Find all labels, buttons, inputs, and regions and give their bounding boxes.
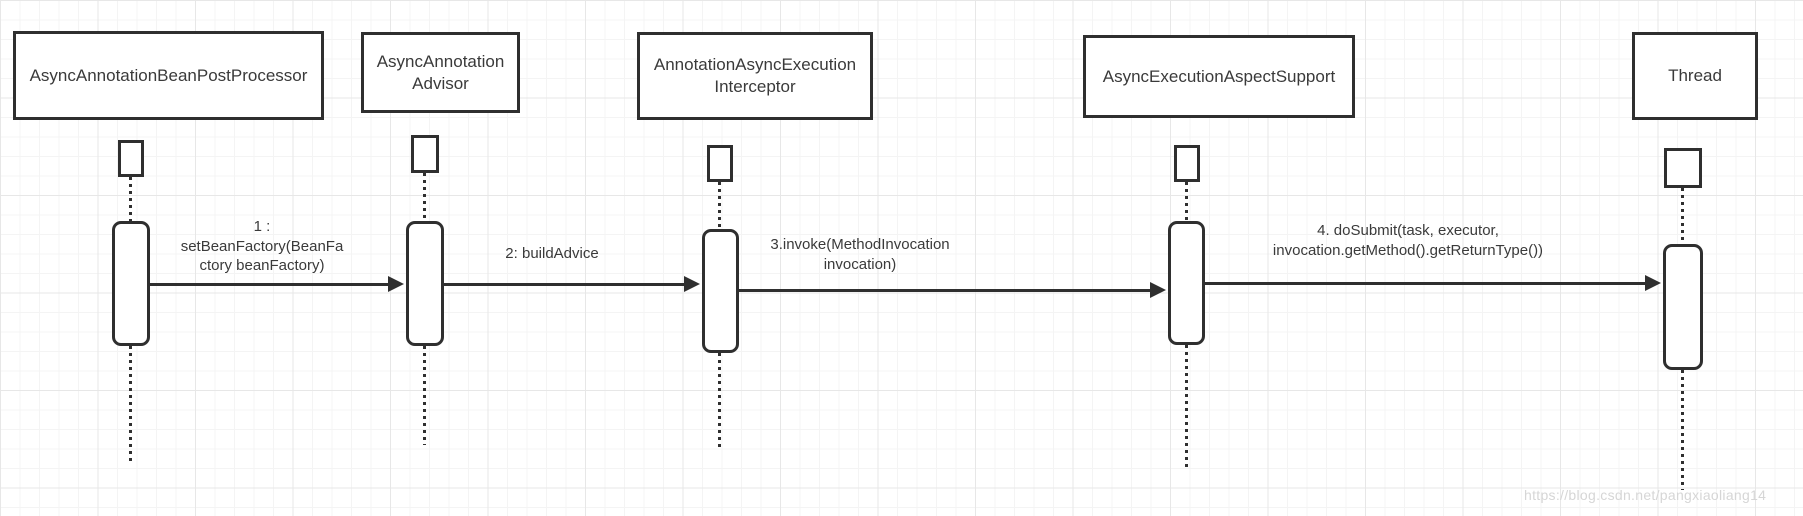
lifeline-dotted-line — [718, 353, 721, 447]
lifeline-header-thread: Thread — [1632, 32, 1758, 120]
watermark-url: https://blog.csdn.net/pangxiaoliang14 — [1524, 487, 1767, 503]
arrow-head-icon — [1150, 282, 1166, 298]
lifeline-label: AsyncExecutionAspectSupport — [1102, 66, 1336, 86]
message-label-invoke: 3.invoke(MethodInvocation invocation) — [770, 236, 950, 273]
lifeline-dotted-line — [718, 182, 721, 229]
lifeline-dotted-line — [1185, 182, 1188, 221]
activation-bar — [1168, 221, 1205, 345]
lifeline-header-async-annotation-advisor: AsyncAnnotation Advisor — [361, 32, 520, 113]
lifeline-label: AsyncAnnotationBeanPostProcessor — [29, 65, 308, 85]
arrow-head-icon — [388, 276, 404, 292]
arrow-shaft — [444, 283, 687, 286]
activation-bar — [702, 229, 739, 353]
message-label-do-submit: 4. doSubmit(task, executor, invocation.g… — [1272, 222, 1544, 259]
activation-start-box — [118, 140, 144, 177]
arrow-head-icon — [1645, 275, 1661, 291]
activation-start-box — [411, 135, 439, 173]
lifeline-dotted-line — [1185, 345, 1188, 471]
message-label-set-bean-factory: 1 : setBeanFactory(BeanFa ctory beanFact… — [180, 218, 344, 274]
lifeline-header-annotation-async-execution-interceptor: AnnotationAsyncExecution Interceptor — [637, 32, 873, 120]
lifeline-dotted-line — [423, 346, 426, 445]
arrow-shaft — [739, 289, 1153, 292]
lifeline-header-async-execution-aspect-support: AsyncExecutionAspectSupport — [1083, 35, 1355, 118]
lifeline-dotted-line — [423, 173, 426, 221]
arrow-head-icon — [684, 276, 700, 292]
lifeline-label: AnnotationAsyncExecution Interceptor — [653, 55, 857, 96]
message-label-build-advice: 2: buildAdvice — [505, 245, 599, 262]
lifeline-dotted-line — [1681, 370, 1684, 490]
activation-start-box — [1174, 145, 1200, 182]
lifeline-dotted-line — [129, 346, 132, 463]
activation-bar — [112, 221, 150, 346]
activation-start-box — [707, 145, 733, 182]
lifeline-label: Thread — [1668, 66, 1722, 85]
activation-bar — [406, 221, 444, 346]
lifeline-dotted-line — [129, 177, 132, 221]
lifeline-header-async-annotation-bean-post-processor: AsyncAnnotationBeanPostProcessor — [13, 31, 324, 120]
activation-bar — [1663, 244, 1703, 370]
arrow-shaft — [1205, 282, 1648, 285]
arrow-shaft — [150, 283, 391, 286]
activation-start-box — [1664, 148, 1702, 188]
lifeline-label: AsyncAnnotation Advisor — [376, 51, 505, 93]
lifeline-dotted-line — [1681, 188, 1684, 244]
